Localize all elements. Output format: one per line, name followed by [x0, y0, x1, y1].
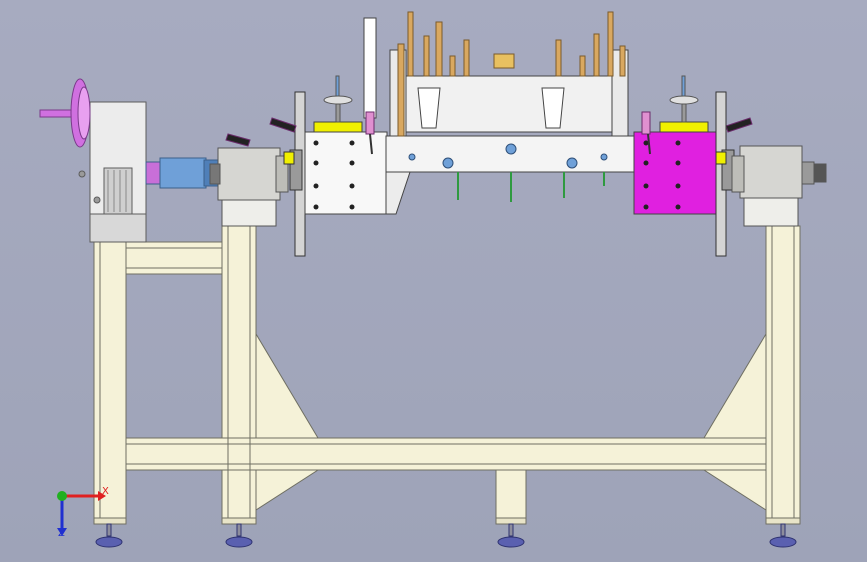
frame-leg-middle [495, 469, 527, 519]
frame-leg-right [765, 225, 801, 519]
fixture-body [304, 17, 717, 215]
leveling-feet [95, 523, 797, 548]
frame-crossbar-lower [125, 437, 767, 471]
fastener-holes [313, 140, 681, 210]
yellow-plate-left [313, 121, 363, 133]
rotary-disk-right [715, 91, 735, 257]
locating-post [363, 17, 377, 119]
axis-z-label: Z [58, 528, 65, 539]
rotary-disk-left [283, 91, 306, 257]
coordinate-triad-icon [57, 491, 106, 536]
frame-gusset-right [703, 332, 767, 439]
frame-gusset-left [255, 332, 319, 439]
frame-crossbar-upper-left [125, 241, 223, 275]
bearing-housing-right [731, 145, 827, 227]
frame-leg-left-outer [93, 239, 127, 519]
yellow-plate-right [659, 121, 709, 133]
beam-locating-holes [408, 143, 608, 169]
green-pins [457, 172, 605, 202]
frame-leg-left-inner [221, 225, 257, 519]
toggle-clamps [225, 111, 753, 155]
handwheel-icon [39, 78, 91, 148]
bearing-housing-left [209, 147, 289, 227]
upright-pins [397, 11, 626, 137]
base-frame [93, 225, 801, 525]
axis-x-label: X [102, 486, 109, 497]
screw-knobs [323, 75, 699, 123]
